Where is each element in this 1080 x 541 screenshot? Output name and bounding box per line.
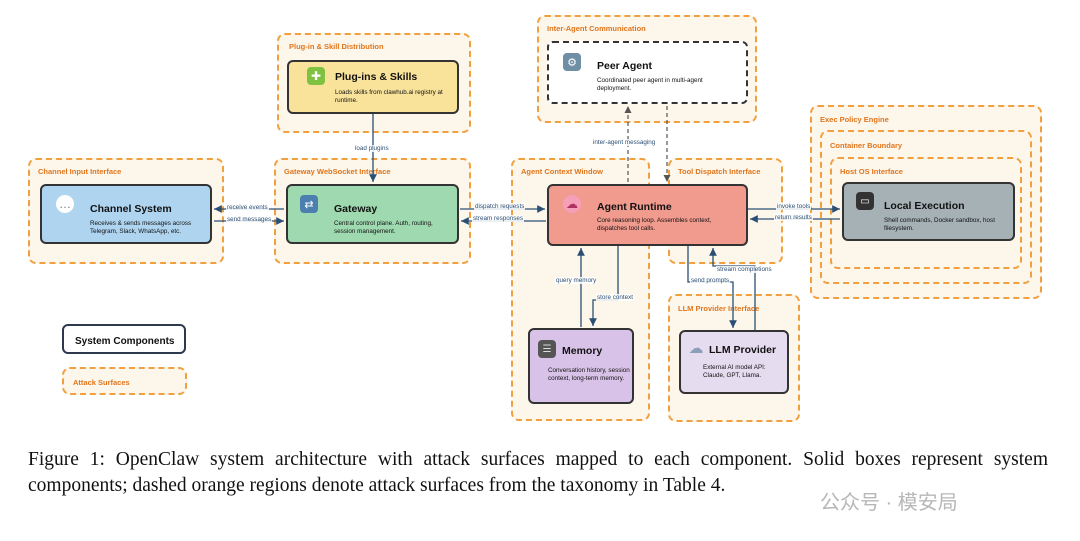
legend-label: System Components: [75, 336, 175, 347]
edge-label-send-messages: send messages: [226, 216, 273, 223]
robot-icon: ⚙: [563, 53, 581, 71]
plugins-component: ✚ Plug-ins & Skills Loads skills from cl…: [287, 60, 459, 114]
figure-caption: Figure 1: OpenClaw system architecture w…: [28, 449, 1048, 496]
surface-label: Container Boundary: [830, 141, 903, 150]
surface-label: Gateway WebSocket Interface: [284, 167, 391, 176]
edge-stream-completions: [709, 248, 756, 330]
legend-label: Attack Surfaces: [73, 378, 130, 387]
edge-label-invoke-tools: invoke tools: [776, 203, 812, 210]
memory-component: ☰ Memory Conversation history, session c…: [528, 328, 634, 404]
component-title: Peer Agent: [597, 60, 653, 72]
edge-label-receive-events: receive events: [226, 204, 269, 211]
edge-send-prompts: [687, 246, 737, 328]
component-description: External AI model API: Claude, GPT, Llam…: [703, 364, 766, 380]
edge-label-stream-completions: stream completions: [716, 266, 773, 273]
llm-provider-component: ☁ LLM Provider External AI model API: Cl…: [679, 330, 789, 394]
edge-label-return-results: return results: [774, 214, 813, 221]
agent-runtime-component: ☁ Agent Runtime Core reasoning loop. Ass…: [547, 184, 748, 246]
component-description: Coordinated peer agent in multi-agent de…: [597, 77, 703, 93]
watermark: 公众号 · 模安局: [820, 492, 958, 514]
shuffle-icon: ⇄: [300, 195, 318, 213]
edge-label-load-plugins: load plugins: [354, 145, 390, 152]
component-title: Gateway: [334, 203, 378, 215]
surface-label: Host OS Interface: [840, 167, 903, 176]
edge-label-stream-responses: stream responses: [472, 215, 525, 222]
peer-agent-component: ⚙ Peer Agent Coordinated peer agent in m…: [547, 41, 748, 104]
file-cabinet-icon: ☰: [538, 340, 556, 358]
puzzle-icon: ✚: [307, 67, 325, 85]
component-title: Channel System: [90, 203, 172, 215]
surface-label: Plug-in & Skill Distribution: [289, 42, 384, 51]
gateway-component: ⇄ Gateway Central control plane. Auth, r…: [286, 184, 459, 244]
architecture-diagram: Plug-in & Skill Distribution Inter-Agent…: [28, 15, 1042, 422]
surface-label: Tool Dispatch Interface: [678, 167, 761, 176]
component-description: Core reasoning loop. Assembles context, …: [597, 217, 712, 233]
surface-label: LLM Provider Interface: [678, 304, 760, 313]
legend-attack-surfaces: Attack Surfaces: [62, 367, 187, 395]
component-description: Shell commands, Docker sandbox, host fil…: [884, 217, 995, 233]
edge-label-store-context: store context: [596, 294, 635, 301]
component-title: Memory: [562, 345, 603, 357]
computer-icon: ▭: [856, 192, 874, 210]
edge-label-inter-agent-messaging: inter-agent messaging: [592, 139, 657, 146]
local-execution-component: ▭ Local Execution Shell commands, Docker…: [842, 182, 1015, 241]
legend-system-components: System Components: [62, 324, 186, 354]
component-title: Agent Runtime: [597, 201, 672, 213]
edge-label-query-memory: query memory: [555, 277, 598, 284]
component-description: Receives & sends messages across Telegra…: [90, 220, 192, 236]
cloud-icon: ☁: [688, 340, 704, 357]
edge-label-dispatch-requests: dispatch requests: [474, 203, 526, 210]
component-description: Conversation history, session context, l…: [548, 367, 630, 383]
surface-label: Exec Policy Engine: [820, 115, 889, 124]
edge-label-send-prompts: send prompts: [690, 277, 731, 284]
component-title: LLM Provider: [709, 344, 777, 356]
chat-bubble-icon: …: [56, 195, 74, 213]
component-title: Plug-ins & Skills: [335, 71, 418, 83]
edge-layer: [214, 106, 840, 330]
brain-icon: ☁: [563, 195, 581, 213]
edge-store-context: [589, 246, 619, 326]
channel-system-component: … Channel System Receives & sends messag…: [40, 184, 212, 244]
component-description: Central control plane. Auth, routing, se…: [334, 220, 433, 236]
component-title: Local Execution: [884, 200, 965, 212]
surface-label: Channel Input Interface: [38, 167, 122, 176]
component-description: Loads skills from clawhub.ai registry at…: [335, 89, 443, 105]
surface-label: Agent Context Window: [521, 167, 604, 176]
surface-label: Inter-Agent Communication: [547, 24, 646, 33]
